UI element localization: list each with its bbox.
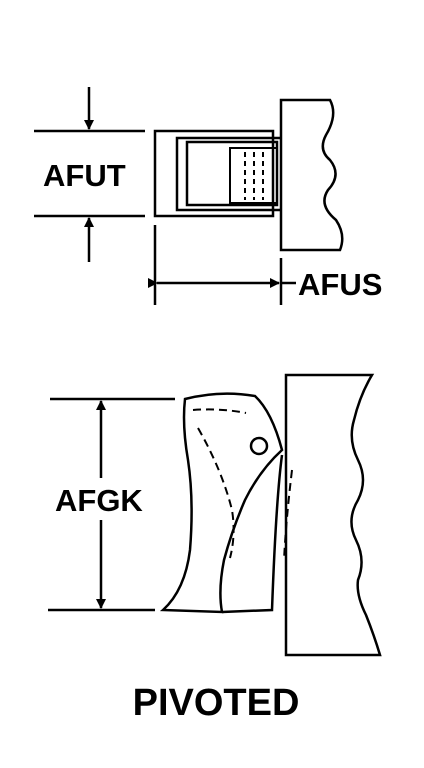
afgk-label: AFGK <box>55 483 143 518</box>
top-switch-body <box>175 136 281 212</box>
top-mounting-panel <box>279 98 344 252</box>
actuator-bearing-edge <box>221 454 284 614</box>
afut-label: AFUT <box>43 158 126 193</box>
actuator-hidden-outline <box>192 408 247 559</box>
top-figure <box>34 87 344 305</box>
afus-label: AFUS <box>298 267 382 302</box>
top-switch-housing <box>153 129 275 218</box>
pivot-hole <box>249 436 269 456</box>
pivoted-actuator <box>159 392 284 614</box>
top-contact-hidden-lines <box>244 152 264 200</box>
bottom-mounting-panel <box>284 373 382 657</box>
actuator-hidden-right <box>283 469 293 561</box>
top-contact-block <box>229 147 278 204</box>
figure-caption: PIVOTED <box>133 682 300 724</box>
bottom-figure <box>48 373 382 657</box>
